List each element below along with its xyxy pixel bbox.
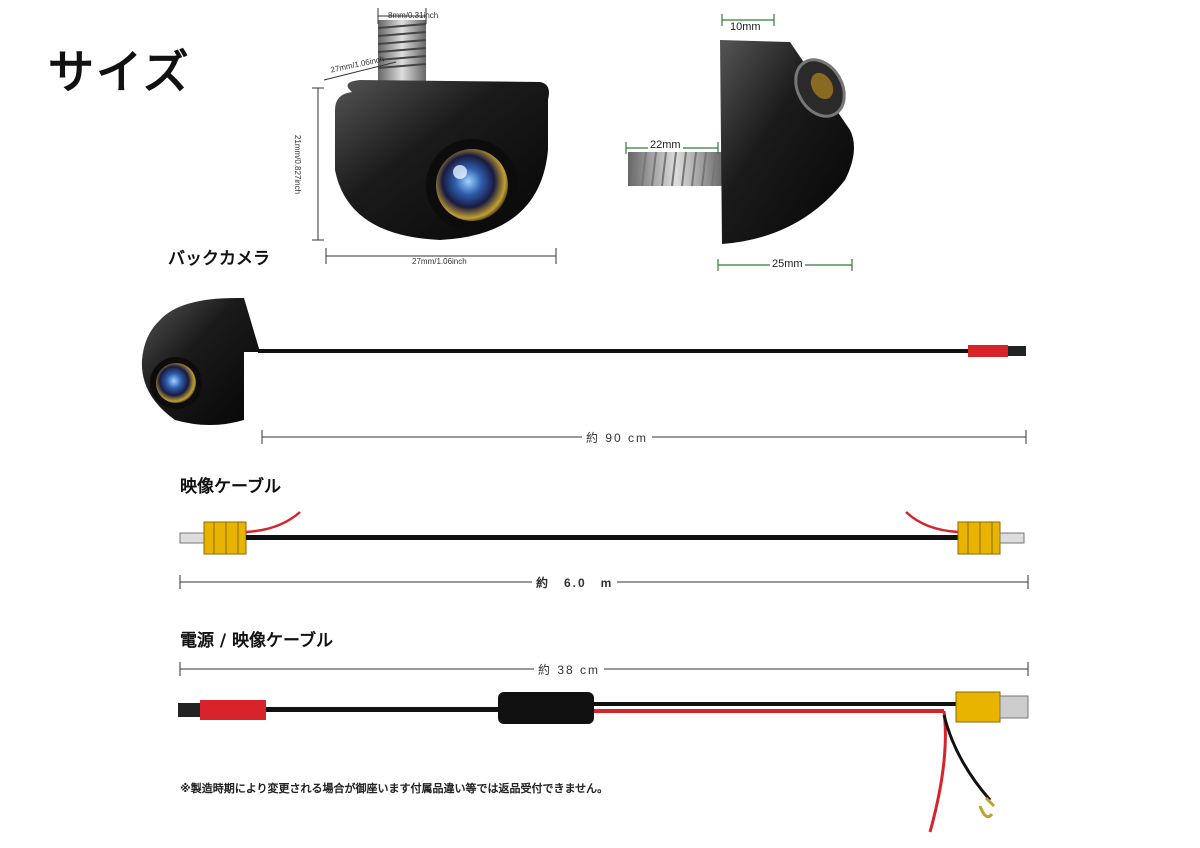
power-cable-assembly bbox=[178, 662, 1029, 833]
dim-camera-cable: 約 90 cm bbox=[582, 429, 653, 446]
power-video-cable-label: 電源 / 映像ケーブル bbox=[180, 631, 334, 651]
video-cable bbox=[246, 535, 958, 540]
ground-wire bbox=[942, 714, 992, 801]
ground-terminal-icon bbox=[978, 796, 996, 819]
camera-side-view bbox=[625, 14, 854, 271]
dim-side-top: 10mm bbox=[728, 21, 763, 33]
dim-side-thread: 22mm bbox=[648, 139, 683, 151]
splitter-box bbox=[498, 692, 594, 724]
rca-plug-right bbox=[957, 521, 1001, 555]
dim-thread-width: 8mm/0.31inch bbox=[388, 11, 439, 20]
footnote: ※製造時期により変更される場合が御座います付属品違い等では返品受付できません。 bbox=[180, 782, 609, 795]
red-connector-power bbox=[200, 700, 266, 720]
dim-video-cable: 約 6.0 m bbox=[532, 574, 618, 591]
camera-body-small bbox=[141, 298, 260, 425]
lens-icon bbox=[436, 149, 508, 221]
camera-cable bbox=[258, 349, 970, 353]
dim-side-bottom: 25mm bbox=[770, 258, 805, 270]
dim-power-cable: 約 38 cm bbox=[534, 661, 605, 678]
red-power-wire bbox=[928, 710, 947, 833]
camera-cable-assembly bbox=[141, 298, 1027, 444]
rca-jack bbox=[955, 691, 1001, 723]
dim-width: 27mm/1.06inch bbox=[412, 257, 467, 266]
back-camera-label: バックカメラ bbox=[168, 249, 270, 269]
lens-icon-small bbox=[156, 363, 196, 403]
red-connector bbox=[968, 345, 1008, 357]
dim-height: 21mm/0.827inch bbox=[293, 134, 303, 195]
video-cable-label: 映像ケーブル bbox=[180, 477, 281, 497]
page-title: サイズ bbox=[48, 45, 191, 99]
camera-front-view bbox=[312, 8, 557, 264]
rca-plug-left bbox=[203, 521, 247, 555]
